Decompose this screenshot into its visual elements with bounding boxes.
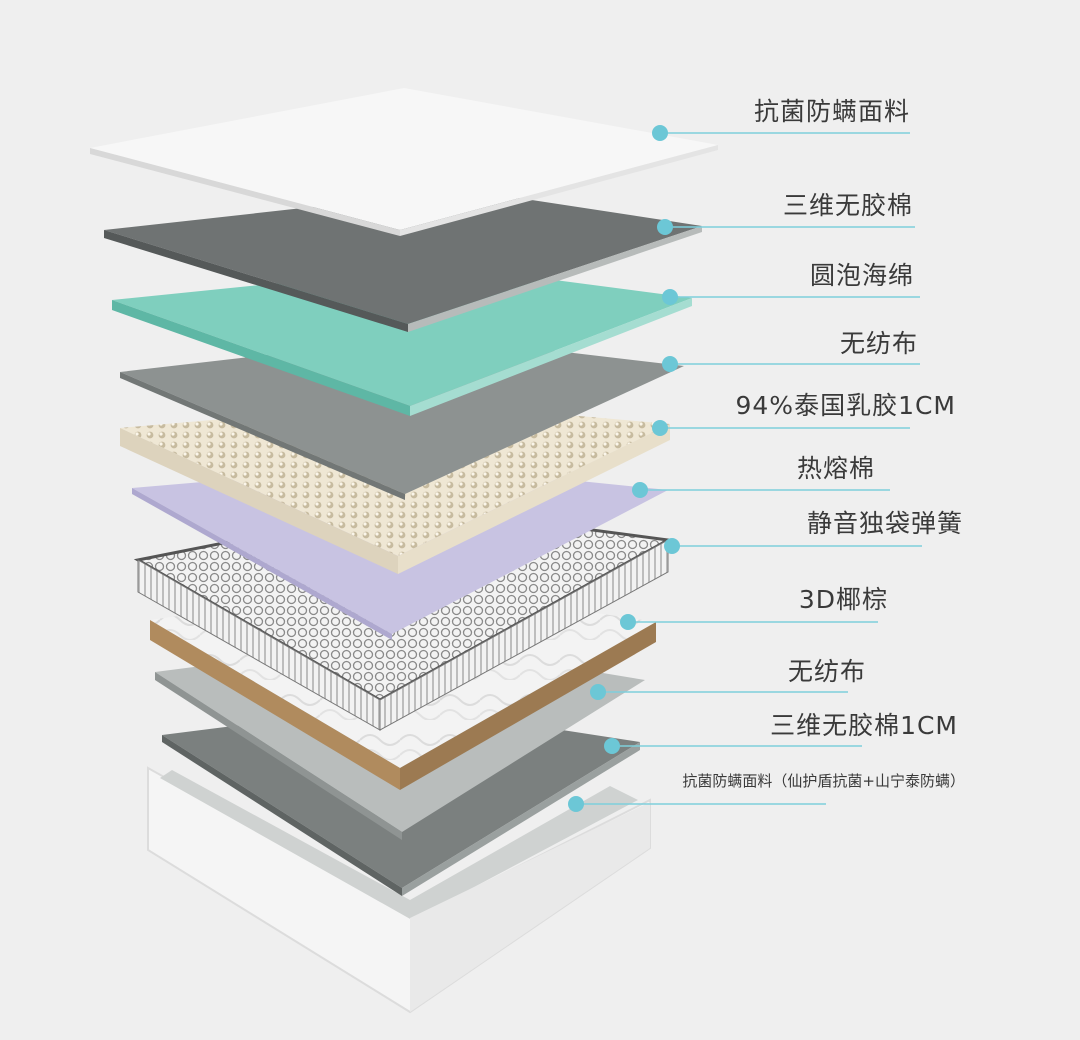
label-pocket-springs: 静音独袋弹簧 [806,509,963,538]
label-3d-cotton-1cm: 三维无胶棉1CM [770,711,958,740]
label-hot-melt-cotton: 热熔棉 [796,454,875,483]
layer-base-box [147,766,651,1014]
label-base-fabric: 抗菌防螨面料（仙护盾抗菌+山宁泰防螨） [682,772,965,790]
layer-top-fabric [90,88,718,236]
label-coconut-fiber: 3D椰棕 [798,585,888,614]
label-nonwoven-1: 无纺布 [839,329,918,358]
callout-lines [576,132,922,805]
label-round-foam: 圆泡海绵 [809,261,914,290]
label-top-fabric: 抗菌防螨面料 [753,97,910,126]
label-3d-cotton: 三维无胶棉 [782,191,913,220]
layer-3d-cotton [104,190,702,332]
label-thai-latex: 94%泰国乳胶1CM [735,391,956,420]
callout-dots [568,125,680,812]
label-nonwoven-2: 无纺布 [787,657,866,686]
layer-nonwoven-1 [120,336,684,500]
layer-round-foam [112,266,692,416]
